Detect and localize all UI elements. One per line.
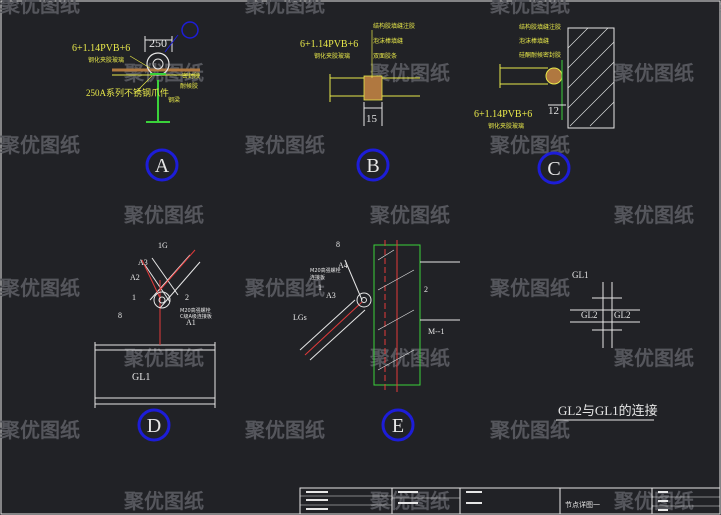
detail-c-glass: 6+1.14PVB+6	[474, 109, 532, 120]
detail-d: A3 A2 A1 1G 1 2 8 GL1 M20高强螺栓 C级A级连接板	[94, 241, 216, 408]
watermark-text: 聚优图纸	[369, 203, 450, 227]
detail-b-note3: 双面胶条	[373, 52, 397, 60]
detail-d-8: 8	[118, 311, 122, 320]
detail-a-note3: 耐候胶	[180, 82, 198, 90]
detail-d-a1: A1	[186, 318, 196, 327]
detail-e-label: E	[381, 408, 415, 442]
detail-e-lgs: LGs	[293, 313, 307, 322]
detail-d-letter: D	[147, 415, 161, 437]
watermark-text: 聚优图纸	[0, 0, 80, 17]
detail-c-dim: 12	[548, 105, 559, 117]
gl1-label: GL1	[572, 270, 589, 280]
detail-d-a2: A2	[130, 273, 140, 282]
detail-a-glass: 6+1.14PVB+6	[72, 43, 130, 54]
gl2-label: GL2	[581, 310, 598, 320]
detail-b-letter: B	[366, 155, 379, 177]
detail-d-2: 2	[185, 293, 189, 302]
detail-d-note: M20高强螺栓	[180, 307, 211, 314]
watermark-text: 聚优图纸	[244, 133, 325, 157]
detail-e-1: 1	[318, 283, 322, 292]
detail-e-a3: A3	[326, 291, 336, 300]
detail-e-m1: M--1	[428, 327, 444, 336]
detail-c-letter: C	[547, 158, 560, 180]
detail-d-1g: 1G	[158, 241, 168, 250]
detail-gl-connection: GL1 GL2 GL2 GL2与GL1的连接	[556, 270, 658, 421]
detail-b-glass: 6+1.14PVB+6	[300, 39, 358, 50]
detail-d-gl1: GL1	[132, 372, 150, 383]
detail-c: 12 6+1.14PVB+6 钢化夹胶玻璃 结构胶填缝注胶 泡沫棒填缝 硅酮耐候…	[474, 23, 615, 130]
watermark-text: 聚优图纸	[613, 489, 694, 513]
detail-a-dim: 250	[149, 36, 167, 50]
title-block-label: 节点详图一	[565, 500, 600, 509]
watermark-text: 聚优图纸	[369, 346, 450, 370]
watermark-text: 聚优图纸	[613, 203, 694, 227]
watermark-text: 聚优图纸	[0, 276, 80, 300]
detail-a: 250 6+1.14PVB+6 钢化夹胶玻璃 250A系列不锈钢爪件 密封胶 耐…	[72, 21, 200, 123]
detail-c-note3: 硅酮耐候密封胶	[519, 51, 561, 59]
detail-e-8: 8	[336, 240, 340, 249]
detail-d-label: D	[137, 408, 171, 442]
detail-a-letter: A	[155, 155, 170, 177]
watermark-text: 聚优图纸	[489, 276, 570, 300]
watermark-text: 聚优图纸	[123, 489, 204, 513]
detail-e-note2: 连接板	[310, 274, 325, 281]
detail-c-note0: 钢化夹胶玻璃	[488, 122, 524, 130]
watermark-text: 聚优图纸	[0, 418, 80, 442]
detail-e-2: 2	[424, 285, 428, 294]
detail-d-1: 1	[132, 293, 136, 302]
detail-a-label: A	[145, 148, 179, 182]
watermark-text: 聚优图纸	[613, 61, 694, 85]
detail-a-note2: 密封胶	[182, 72, 200, 80]
detail-e-letter: E	[392, 415, 404, 437]
watermark-text: 聚优图纸	[489, 418, 570, 442]
watermark-text: 聚优图纸	[244, 276, 325, 300]
detail-a-spec: 250A系列不锈钢爪件	[86, 87, 169, 98]
detail-c-note2: 泡沫棒填缝	[519, 37, 549, 45]
detail-e-note: M20高强螺栓	[310, 267, 341, 274]
watermark-text: 聚优图纸	[489, 0, 570, 17]
gl2-label-right: GL2	[614, 310, 631, 320]
detail-c-label: C	[537, 151, 571, 185]
detail-b-note2: 泡沫棒填缝	[373, 37, 403, 45]
watermark-text: 聚优图纸	[244, 0, 325, 17]
detail-e: A4 A3 2 1 8 LGs M--1 M20高强螺栓 连接板	[293, 240, 460, 392]
detail-b-note0: 钢化夹胶玻璃	[314, 52, 350, 60]
detail-b: 15 6+1.14PVB+6 钢化夹胶玻璃 结构胶填缝注胶 泡沫棒填缝 双面胶条	[300, 22, 420, 126]
watermark-text: 聚优图纸	[613, 346, 694, 370]
detail-b-note1: 结构胶填缝注胶	[373, 22, 415, 30]
title-block: 节点详图一	[299, 487, 721, 515]
detail-b-dim: 15	[366, 113, 378, 125]
detail-d-a3: A3	[138, 258, 148, 267]
watermark-text: 聚优图纸	[123, 203, 204, 227]
watermark-text: 聚优图纸	[719, 0, 721, 17]
detail-c-note1: 结构胶填缝注胶	[519, 23, 561, 31]
detail-e-a4: A4	[338, 261, 348, 270]
watermark-text: 聚优图纸	[0, 133, 80, 157]
detail-a-note1: 钢化夹胶玻璃	[88, 56, 124, 64]
detail-b-label: B	[356, 148, 390, 182]
watermark-text: 聚优图纸	[369, 61, 450, 85]
watermark-text: 聚优图纸	[244, 418, 325, 442]
gl-connection-caption: GL2与GL1的连接	[558, 403, 658, 418]
detail-a-note4: 钢梁	[168, 96, 180, 104]
detail-d-note2: C级A级连接板	[180, 313, 212, 320]
